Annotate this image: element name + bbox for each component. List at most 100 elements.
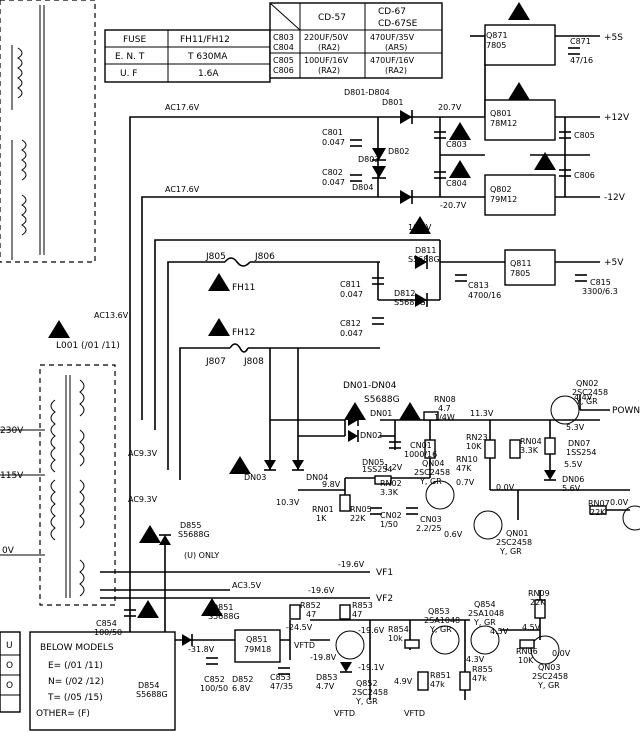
svg-text:D802: D802: [388, 147, 409, 156]
label-ac9b: AC9.3V: [128, 495, 158, 504]
svg-text:D855: D855: [180, 521, 201, 530]
svg-text:1SS254: 1SS254: [566, 448, 597, 457]
svg-text:D801: D801: [382, 98, 403, 107]
label-vm318: -31.8V: [188, 645, 215, 654]
svg-text:CN03: CN03: [420, 515, 442, 524]
svg-text:L001 (/01 /11): L001 (/01 /11): [56, 341, 120, 351]
label-ac13: AC13.6V: [94, 311, 129, 320]
svg-text:DN04: DN04: [306, 473, 328, 482]
svg-text:DN01: DN01: [370, 409, 392, 418]
models-mark-2: O: [6, 681, 13, 691]
models-box: [0, 631, 176, 731]
svg-text:Y, GR: Y, GR: [355, 697, 378, 706]
svg-text:S5688G: S5688G: [364, 395, 400, 405]
svg-text:6.8V: 6.8V: [232, 684, 251, 693]
svg-text:DN01-DN04: DN01-DN04: [343, 381, 397, 391]
svg-text:DN02: DN02: [360, 431, 382, 440]
svg-text:QN04: QN04: [422, 459, 444, 468]
capacitor-table: CD-57 CD-67 CD-67SE C803 C804 220UF/50V …: [269, 2, 443, 79]
svg-text:CN01: CN01: [410, 441, 432, 450]
svg-text:J808: J808: [243, 357, 264, 367]
svg-text:1K: 1K: [316, 514, 327, 523]
svg-text:(U) ONLY: (U) ONLY: [184, 551, 219, 560]
svg-text:DN05: DN05: [362, 458, 384, 467]
reg-q811-part: 7805: [510, 269, 530, 278]
svg-text:(RA2): (RA2): [318, 66, 340, 75]
svg-text:0.047: 0.047: [340, 329, 363, 338]
fuse-row-0-label: E. N. T: [115, 52, 145, 62]
svg-text:C804: C804: [446, 179, 467, 188]
label-vm207: -20.7V: [440, 201, 467, 210]
svg-text:Y, GR: Y, GR: [473, 618, 496, 627]
svg-text:4.7V: 4.7V: [316, 682, 335, 691]
label-v98: 9.8V: [322, 480, 341, 489]
svg-text:D854: D854: [138, 681, 159, 690]
reg-q802-part: 79M12: [490, 195, 517, 204]
cap-header-2b: CD-67SE: [378, 19, 418, 29]
svg-text:D811: D811: [415, 246, 436, 255]
svg-text:RN05: RN05: [350, 505, 372, 514]
label-v44: 4.4V: [574, 393, 593, 402]
fuse-row-0-value: T 630MA: [187, 52, 228, 62]
svg-text:(RA2): (RA2): [385, 66, 407, 75]
svg-text:C805: C805: [273, 56, 294, 65]
svg-text:QN01: QN01: [506, 529, 528, 538]
svg-text:S5688G: S5688G: [394, 298, 426, 307]
svg-text:3.3K: 3.3K: [520, 446, 539, 455]
svg-text:47k: 47k: [430, 680, 445, 689]
svg-text:C803: C803: [446, 140, 467, 149]
svg-text:DN07: DN07: [568, 439, 590, 448]
svg-text:Q853: Q853: [428, 607, 450, 616]
svg-text:2SC2458: 2SC2458: [414, 468, 450, 477]
svg-text:0.047: 0.047: [322, 178, 345, 187]
svg-text:D852: D852: [232, 675, 253, 684]
svg-text:1000/16: 1000/16: [404, 450, 437, 459]
models-mark-1: O: [6, 661, 13, 671]
label-v07: 0.7V: [456, 478, 475, 487]
fuse-row-1-value: 1.6A: [198, 69, 219, 79]
svg-text:2SA1048: 2SA1048: [468, 609, 504, 618]
reg-q811-ref: Q811: [510, 259, 532, 268]
label-v00c: 0.0V: [552, 649, 571, 658]
reg-q871-part: 7805: [486, 41, 506, 50]
svg-text:Y, GR: Y, GR: [429, 625, 452, 634]
svg-text:C854: C854: [96, 619, 117, 628]
label-v43: 4.3V: [466, 655, 485, 664]
regulators: [234, 24, 556, 663]
svg-text:Y, GR: Y, GR: [419, 477, 442, 486]
svg-text:0.047: 0.047: [322, 138, 345, 147]
svg-text:5.6V: 5.6V: [562, 484, 581, 493]
models-line-0: E= (/01 /11): [48, 661, 103, 671]
svg-text:10K: 10K: [518, 656, 534, 665]
output-m12v: -12V: [604, 193, 626, 203]
label-v45b: 4.5V: [522, 623, 541, 632]
reg-q802-ref: Q802: [490, 185, 512, 194]
transformer-l001: [0, 364, 116, 606]
fuses: [224, 257, 251, 353]
svg-text:D853: D853: [316, 673, 337, 682]
svg-text:470UF/35V: 470UF/35V: [370, 33, 415, 42]
reg-q801-part: 78M12: [490, 119, 517, 128]
fuse-header-1: FH11/FH12: [180, 35, 230, 45]
label-vftd-b: VFTD: [334, 709, 355, 718]
label-vm191: -19.1V: [358, 663, 385, 672]
svg-text:47: 47: [306, 610, 316, 619]
label-vm196: -19.6V: [338, 560, 365, 569]
svg-text:C871: C871: [570, 37, 591, 46]
svg-text:47k: 47k: [472, 674, 487, 683]
svg-text:RN06: RN06: [516, 647, 538, 656]
label-ac17a: AC17.6V: [165, 103, 200, 112]
svg-text:1SS254: 1SS254: [362, 465, 393, 474]
svg-text:C815: C815: [590, 278, 611, 287]
svg-text:J806: J806: [254, 252, 275, 262]
label-ac9a: AC9.3V: [128, 449, 158, 458]
svg-text:Y, GR: Y, GR: [575, 397, 598, 406]
svg-text:C806: C806: [273, 66, 294, 75]
fuse-row-1-label: U. F: [120, 69, 138, 79]
output-pown: POWN: [612, 406, 640, 416]
svg-text:DN03: DN03: [244, 473, 266, 482]
fuse-header-0: FUSE: [123, 35, 146, 45]
output-5s: +5S: [604, 33, 623, 43]
capacitors: [124, 47, 587, 675]
svg-text:R851: R851: [430, 671, 451, 680]
